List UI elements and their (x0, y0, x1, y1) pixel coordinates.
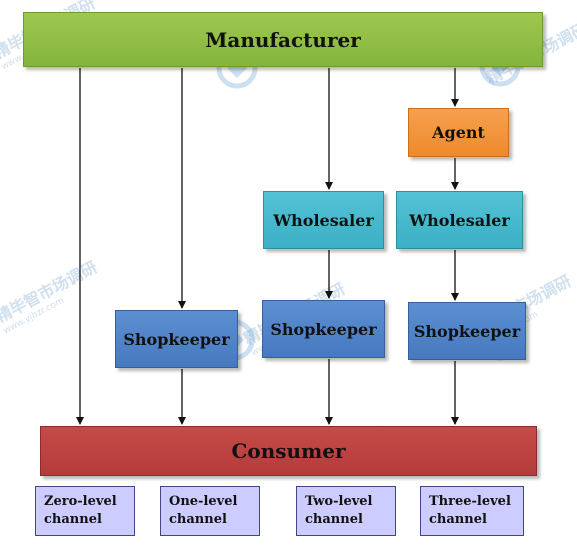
channel-line2: channel (44, 512, 102, 527)
wholesaler-label: Wholesaler (273, 210, 374, 230)
channel-three-level: Three-level channel (420, 486, 524, 536)
consumer-label: Consumer (231, 439, 346, 463)
agent-node: Agent (408, 108, 509, 157)
shopkeeper-label: Shopkeeper (413, 321, 521, 341)
channel-line2: channel (169, 512, 227, 527)
agent-label: Agent (432, 123, 485, 142)
watermark-mid-left: 精毕智市场调研 www.yjbzr.com (0, 254, 105, 336)
channel-line2: channel (305, 512, 363, 527)
manufacturer-node: Manufacturer (23, 12, 543, 67)
channel-line1: One-level (169, 494, 238, 509)
channel-line1: Zero-level (44, 494, 117, 509)
shopkeeper-label: Shopkeeper (123, 329, 230, 349)
consumer-node: Consumer (40, 426, 537, 476)
shopkeeper-node-one-level: Shopkeeper (115, 310, 238, 368)
wholesaler-label: Wholesaler (409, 210, 510, 230)
shopkeeper-label: Shopkeeper (270, 319, 377, 339)
manufacturer-label: Manufacturer (205, 27, 361, 52)
channel-line1: Three-level (429, 494, 511, 509)
channel-line1: Two-level (305, 494, 373, 509)
channel-two-level: Two-level channel (296, 486, 396, 536)
shopkeeper-node-two-level: Shopkeeper (262, 300, 385, 358)
channel-zero-level: Zero-level channel (35, 486, 135, 536)
wholesaler-node-three-level: Wholesaler (396, 191, 523, 249)
channel-line2: channel (429, 512, 487, 527)
wholesaler-node-two-level: Wholesaler (263, 191, 384, 249)
shopkeeper-node-three-level: Shopkeeper (408, 302, 526, 360)
channel-one-level: One-level channel (160, 486, 260, 536)
